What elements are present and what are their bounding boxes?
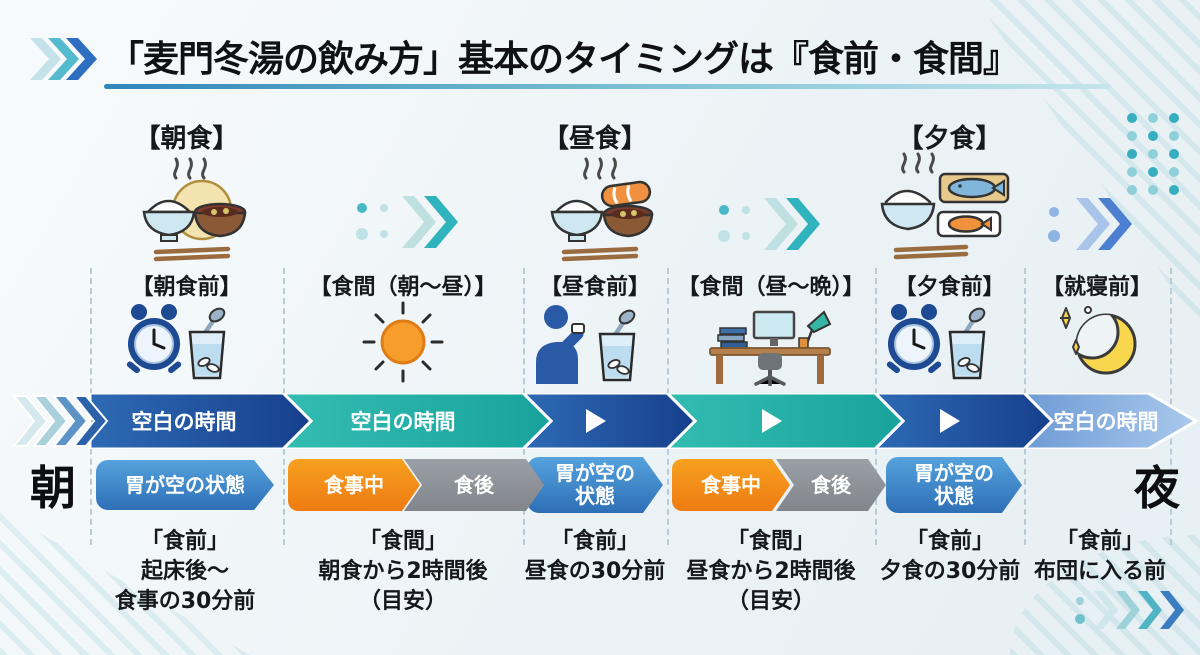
alarm-clock-and-medicine-icon — [886, 304, 986, 380]
column-heading: 【昼食前】 — [539, 275, 650, 300]
status-badges-row: 胃が空の状態 食事中 食後 胃が空の 状態 食事中 食後 胃が空の 状態 — [0, 457, 1200, 513]
header-chevrons-icon — [30, 38, 97, 80]
after-meal-badge: 食後 — [404, 459, 544, 511]
sun-icon — [362, 301, 444, 383]
timeline-arrow-label: 空白の時間 — [1054, 410, 1159, 434]
empty-stomach-badge: 胃が空の状態 — [96, 460, 274, 510]
after-meal-badge: 食後 — [776, 459, 886, 511]
empty-stomach-badge: 胃が空の 状態 — [886, 457, 1022, 513]
morning-label: 朝 — [30, 461, 76, 515]
timeline-arrow-label: 空白の時間 — [132, 410, 237, 434]
desk-icon — [709, 310, 832, 386]
meal-label-dinner: 【夕食】 — [897, 124, 1002, 154]
column-caption: 「食前」 夕食の30分前 — [879, 529, 1021, 584]
column-heading: 【夕食前】 — [894, 275, 1005, 300]
timeline-start-chevron-icon — [11, 395, 49, 447]
timeline-arrow-label: 空白の時間 — [351, 410, 456, 434]
column-caption: 「食間」 朝食から2時間後 （目安） — [318, 529, 488, 614]
dot-grid-decoration — [1127, 113, 1179, 195]
column-caption: 「食間」 昼食から2時間後 （目安） — [686, 529, 856, 614]
play-icon — [762, 409, 782, 433]
timeline-arrow-teal — [664, 393, 906, 449]
timeline-start-chevron-icon — [51, 395, 89, 447]
play-icon — [940, 409, 960, 433]
timeline-start-chevron-icon — [31, 395, 69, 447]
column-caption: 「食前」 起床後〜 食事の30分前 — [114, 529, 256, 614]
breakfast-icon — [142, 157, 247, 262]
column-caption: 「食前」 布団に入る前 — [1033, 529, 1166, 584]
column-caption: 「食前」 昼食の30分前 — [524, 529, 666, 584]
page-title: 「麦門冬湯の飲み方」基本のタイミングは『食前・食間』 — [108, 39, 1019, 80]
alarm-clock-and-medicine-icon — [126, 304, 226, 380]
crescent-moon-icon — [1060, 306, 1137, 375]
dinner-icon — [880, 152, 1010, 260]
meal-label-breakfast: 【朝食】 — [134, 124, 239, 154]
eating-badge: 食事中 — [672, 459, 790, 511]
chevron-row-decoration — [1075, 591, 1184, 629]
column-heading: 【朝食前】 — [131, 275, 242, 300]
column-heading: 【食間（昼〜晩）】 — [677, 275, 865, 300]
column-heading: 【就寝前】 — [1041, 275, 1152, 300]
timeline-start-chevron-icon — [71, 395, 109, 447]
night-label: 夜 — [1134, 461, 1180, 515]
play-icon — [586, 409, 606, 433]
section-chevron-decoration — [1048, 198, 1132, 250]
section-chevron-decoration — [718, 198, 820, 250]
lunch-icon — [550, 157, 654, 262]
meal-label-lunch: 【昼食】 — [542, 124, 647, 154]
timeline: 空白の時間 空白の時間 空白の時間 — [11, 393, 1199, 449]
person-taking-medicine-icon — [536, 305, 636, 384]
column-heading: 【食間（朝〜昼）】 — [309, 275, 497, 300]
title-underline — [104, 84, 1110, 89]
section-chevron-decoration — [356, 196, 458, 248]
eating-badge: 食事中 — [288, 459, 420, 511]
empty-stomach-badge: 胃が空の 状態 — [527, 457, 663, 513]
